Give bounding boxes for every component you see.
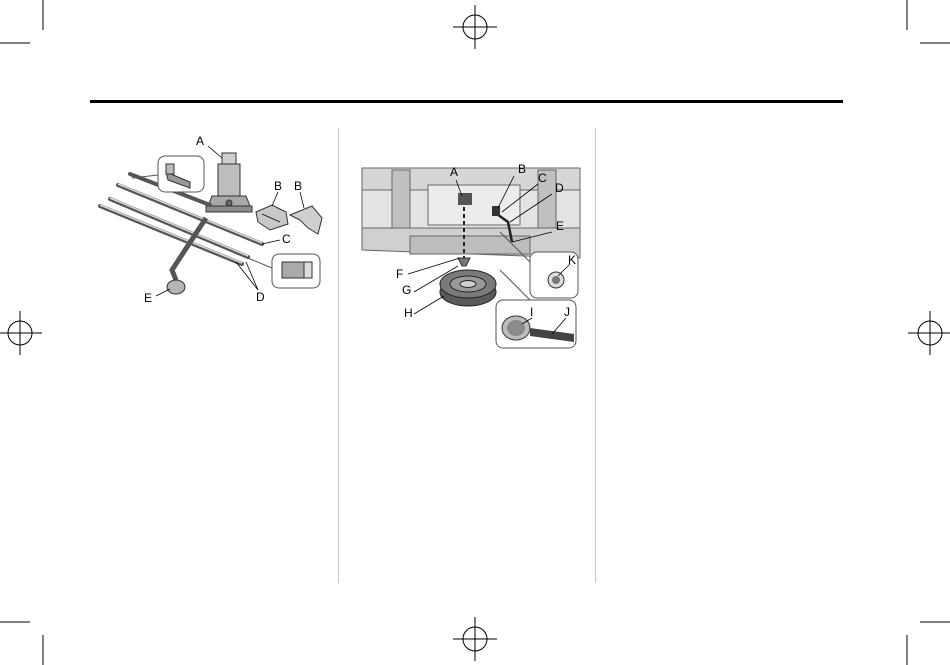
callout-b-left-1: B xyxy=(274,180,282,192)
callout-g-right: G xyxy=(402,284,411,296)
tire-retainer xyxy=(458,258,470,266)
access-hole xyxy=(492,206,500,216)
vehicle-rear xyxy=(362,168,580,258)
inset-rod-end xyxy=(158,156,204,192)
callout-j-right: J xyxy=(564,306,570,318)
bracket-b1 xyxy=(256,205,288,230)
callout-e-left: E xyxy=(144,292,152,304)
callout-a-left: A xyxy=(196,135,204,147)
registration-target-right xyxy=(908,311,950,355)
column-divider-1 xyxy=(338,128,339,583)
callout-b-right: B xyxy=(518,163,526,175)
callout-k-right: K xyxy=(568,254,576,266)
registration-target-bottom xyxy=(453,617,497,661)
callout-d-left: D xyxy=(256,291,265,303)
figure-jack-tools xyxy=(100,146,322,296)
inset-ij-pointer xyxy=(500,270,530,300)
registration-target-top xyxy=(453,5,497,49)
inset-2-pointer xyxy=(248,258,272,268)
registration-target-left xyxy=(0,311,42,355)
header-rule xyxy=(90,100,843,103)
column-divider-2 xyxy=(595,128,596,583)
jack-illustration xyxy=(206,153,252,212)
figure-spare-tire xyxy=(362,168,580,348)
bracket-b2 xyxy=(290,206,322,234)
callout-a-right: A xyxy=(450,166,458,178)
callout-c-right: C xyxy=(538,172,547,184)
spare-tire xyxy=(440,270,496,306)
callout-h-right: H xyxy=(404,307,413,319)
callout-c-left: C xyxy=(282,233,291,245)
hoist-bracket xyxy=(458,193,472,205)
inset-rod-connector xyxy=(272,254,320,288)
callout-i-right: I xyxy=(530,306,533,318)
callout-e-right: E xyxy=(556,220,564,232)
callout-b-left-2: B xyxy=(294,180,302,192)
callout-d-right: D xyxy=(555,182,564,194)
callout-f-right: F xyxy=(396,268,403,280)
